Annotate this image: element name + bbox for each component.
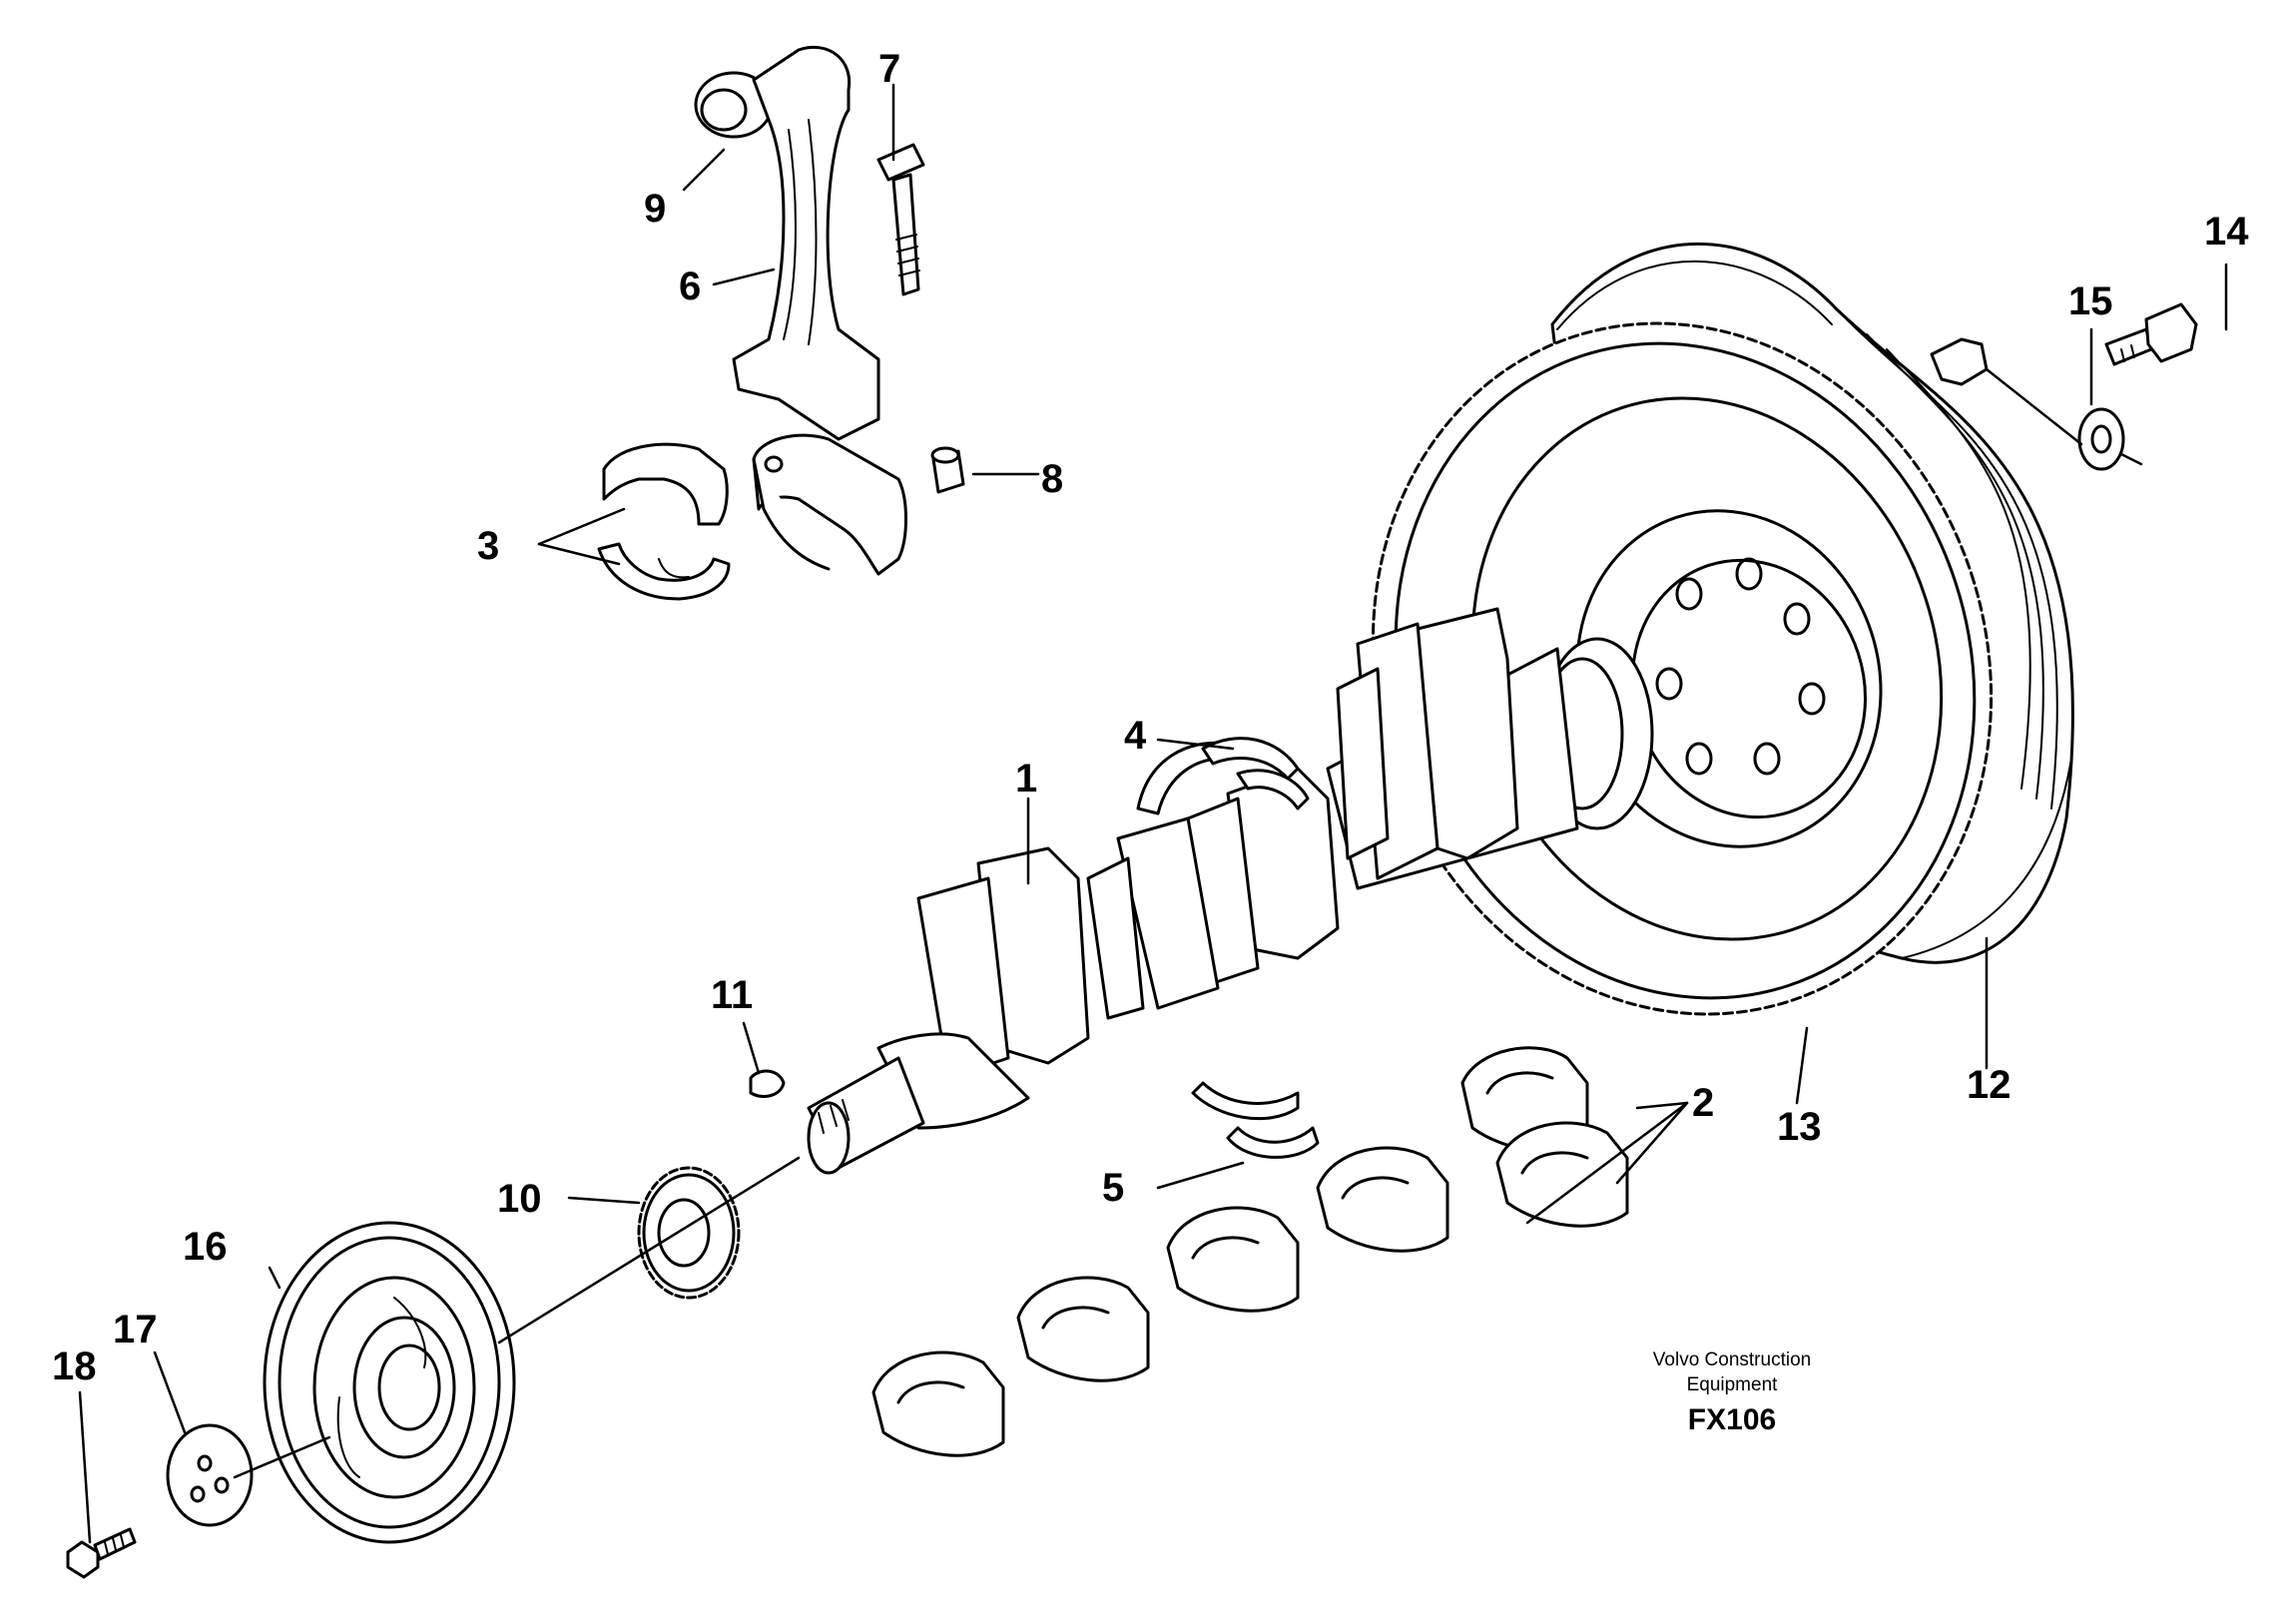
brand-line-2: Equipment xyxy=(1687,1374,1779,1395)
thrust-washers-lower xyxy=(1191,1081,1320,1159)
flywheel-bolt xyxy=(1930,302,2198,386)
callout-8: 8 xyxy=(1041,457,1063,501)
callout-9: 9 xyxy=(644,187,666,231)
main-bearing-shells xyxy=(871,1046,1629,1457)
damper-bolt xyxy=(66,1527,137,1579)
callout-6: 6 xyxy=(679,265,701,308)
callout-12: 12 xyxy=(1967,1063,2011,1107)
callout-labels: 1 2 3 4 5 6 7 8 9 10 11 12 13 14 15 16 1… xyxy=(52,47,2249,1388)
woodruff-key xyxy=(749,1069,786,1098)
brand-line-1: Volvo Construction xyxy=(1653,1350,1811,1370)
callout-5: 5 xyxy=(1102,1166,1124,1210)
flywheel-bolt-holes xyxy=(1655,557,1826,776)
callout-18: 18 xyxy=(52,1345,97,1388)
callout-7: 7 xyxy=(878,47,900,91)
callout-1: 1 xyxy=(1015,757,1037,801)
leader-lines xyxy=(78,83,2228,1544)
crankshaft-gear xyxy=(637,1166,741,1300)
connecting-rod-sleeve xyxy=(930,446,965,494)
callout-4: 4 xyxy=(1124,714,1147,758)
connecting-rod xyxy=(694,45,880,441)
callout-17: 17 xyxy=(113,1308,158,1352)
damper-washer xyxy=(166,1423,254,1527)
figure-code: FX106 xyxy=(1688,1403,1776,1436)
brand-block: Volvo Construction Equipment FX106 xyxy=(1653,1350,1811,1436)
callout-2: 2 xyxy=(1692,1081,1714,1125)
vibration-damper xyxy=(263,1221,516,1544)
callout-13: 13 xyxy=(1777,1105,1822,1149)
crankshaft xyxy=(807,607,1654,1175)
big-end-bearing-shells xyxy=(597,442,731,601)
connecting-rod-bolt xyxy=(876,143,925,296)
callout-14: 14 xyxy=(2204,210,2249,254)
callout-11: 11 xyxy=(711,973,753,1017)
flywheel-washer xyxy=(2077,407,2125,471)
callout-3: 3 xyxy=(477,524,499,568)
callout-10: 10 xyxy=(497,1177,542,1221)
callout-15: 15 xyxy=(2068,279,2113,323)
connecting-rod-cap xyxy=(752,433,907,576)
callout-16: 16 xyxy=(183,1225,228,1269)
